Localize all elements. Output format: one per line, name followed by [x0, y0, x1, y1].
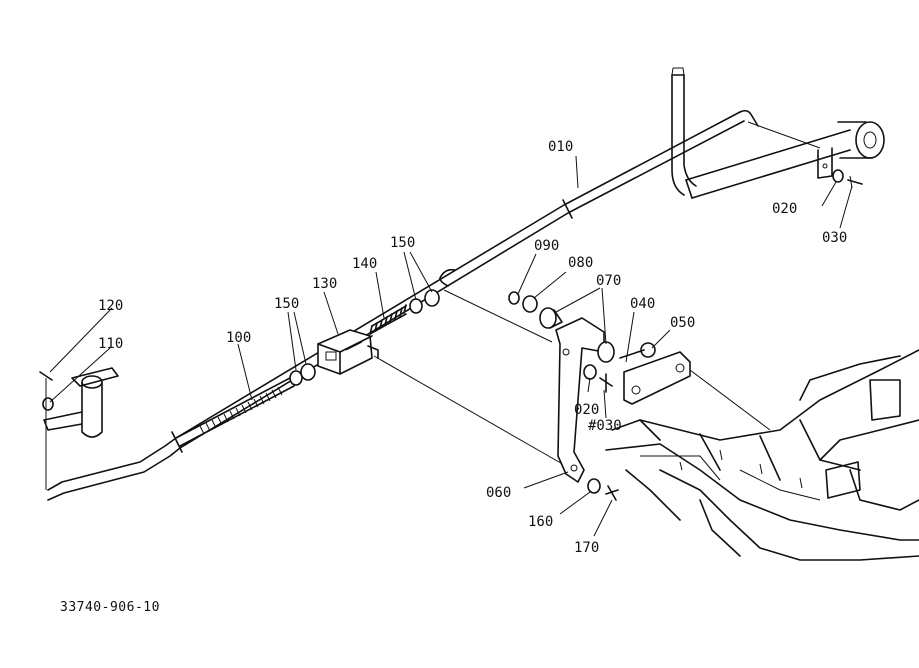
callout-130: 130 — [312, 276, 337, 292]
callout-150-left: 150 — [274, 296, 299, 312]
spring-assembly — [175, 289, 567, 467]
callout-030-mid: #030 — [588, 418, 622, 434]
callout-070: 070 — [596, 273, 621, 289]
rod-010 — [47, 109, 759, 501]
callout-020-top: 020 — [772, 201, 797, 217]
callout-020-mid: 020 — [574, 402, 599, 418]
callout-120: 120 — [98, 298, 123, 314]
spring-coils — [369, 304, 407, 335]
callout-160: 160 — [528, 514, 553, 530]
callout-040: 040 — [630, 296, 655, 312]
document-number: 33740-906-10 — [60, 600, 160, 615]
callout-100: 100 — [226, 330, 251, 346]
callout-060: 060 — [486, 485, 511, 501]
thread-marks — [199, 386, 283, 435]
left-bracket — [39, 367, 119, 490]
callout-090: 090 — [534, 238, 559, 254]
chassis-frame — [605, 349, 919, 561]
callout-030-top: 030 — [822, 230, 847, 246]
callout-050: 050 — [670, 315, 695, 331]
lever-060 — [508, 291, 771, 501]
callout-010: 010 — [548, 139, 573, 155]
callout-080: 080 — [568, 255, 593, 271]
callout-140: 140 — [352, 256, 377, 272]
callout-150-right: 150 — [390, 235, 415, 251]
pedal-lever — [671, 67, 885, 199]
callout-110: 110 — [98, 336, 123, 352]
callout-labels: 010 020 030 090 080 070 040 050 150 140 … — [98, 139, 847, 556]
leader-lines — [49, 155, 853, 537]
callout-170: 170 — [574, 540, 599, 556]
